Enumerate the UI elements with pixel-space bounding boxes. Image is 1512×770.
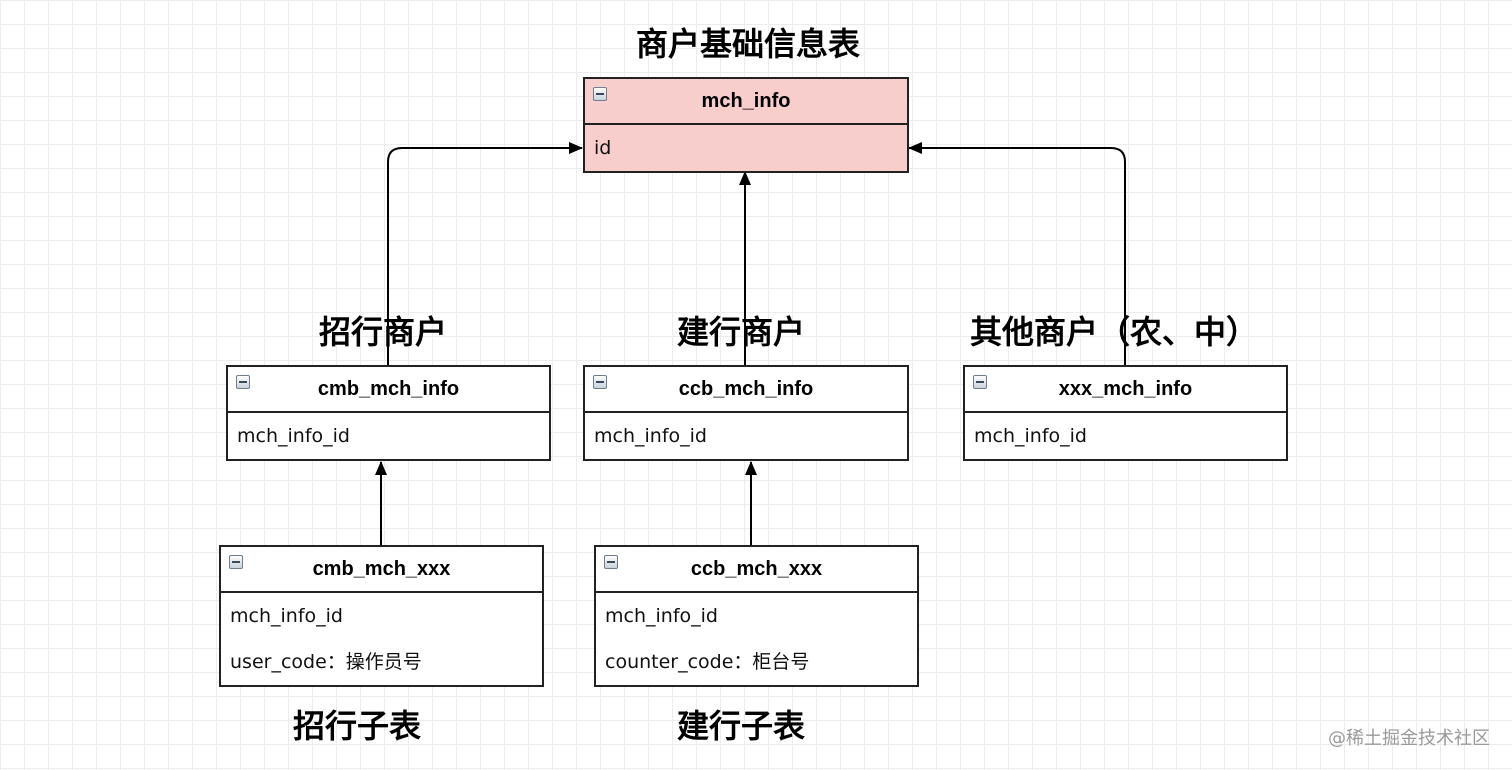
table-cmb-mch-xxx[interactable]: cmb_mch_xxx mch_info_id user_code：操作员号 — [219, 545, 544, 687]
table-name: ccb_mch_info — [678, 377, 814, 400]
table-field[interactable]: counter_code：柜台号 — [605, 651, 810, 673]
table-name: cmb_mch_info — [317, 377, 460, 400]
table-header[interactable]: ccb_mch_info — [585, 367, 907, 413]
collapse-icon[interactable] — [229, 555, 243, 569]
label-ccb-merchant: 建行商户 — [677, 313, 806, 351]
label-base-table: 商户基础信息表 — [636, 25, 861, 63]
label-cmb-subtable: 招行子表 — [293, 707, 422, 745]
collapse-icon[interactable] — [236, 375, 250, 389]
collapse-icon[interactable] — [593, 87, 607, 101]
table-header[interactable]: cmb_mch_xxx — [221, 547, 542, 593]
collapse-icon[interactable] — [593, 375, 607, 389]
table-field[interactable]: mch_info_id — [594, 425, 707, 447]
collapse-icon[interactable] — [604, 555, 618, 569]
table-field[interactable]: mch_info_id — [974, 425, 1087, 447]
table-header[interactable]: ccb_mch_xxx — [596, 547, 917, 593]
table-mch-info[interactable]: mch_info id — [583, 77, 909, 173]
table-name: mch_info — [701, 89, 791, 112]
table-field[interactable]: mch_info_id — [605, 605, 718, 627]
table-field[interactable]: user_code：操作员号 — [230, 651, 422, 673]
label-ccb-subtable: 建行子表 — [677, 707, 806, 745]
table-ccb-mch-xxx[interactable]: ccb_mch_xxx mch_info_id counter_code：柜台号 — [594, 545, 919, 687]
table-header[interactable]: mch_info — [585, 79, 907, 125]
table-ccb-mch-info[interactable]: ccb_mch_info mch_info_id — [583, 365, 909, 461]
table-field[interactable]: mch_info_id — [237, 425, 350, 447]
table-field[interactable]: id — [594, 137, 612, 159]
table-cmb-mch-info[interactable]: cmb_mch_info mch_info_id — [226, 365, 551, 461]
table-header[interactable]: xxx_mch_info — [965, 367, 1286, 413]
arrow-cmb-to-mch — [387, 142, 583, 366]
collapse-icon[interactable] — [973, 375, 987, 389]
label-other-merchant: 其他商户（农、中） — [970, 313, 1259, 351]
arrow-xxx-to-mch — [908, 142, 1126, 366]
label-cmb-merchant: 招行商户 — [319, 313, 448, 351]
table-field[interactable]: mch_info_id — [230, 605, 343, 627]
table-header[interactable]: cmb_mch_info — [228, 367, 549, 413]
watermark: @稀土掘金技术社区 — [1328, 728, 1490, 749]
table-xxx-mch-info[interactable]: xxx_mch_info mch_info_id — [963, 365, 1288, 461]
table-name: ccb_mch_xxx — [690, 557, 823, 580]
table-name: xxx_mch_info — [1058, 377, 1193, 400]
table-name: cmb_mch_xxx — [312, 557, 451, 580]
